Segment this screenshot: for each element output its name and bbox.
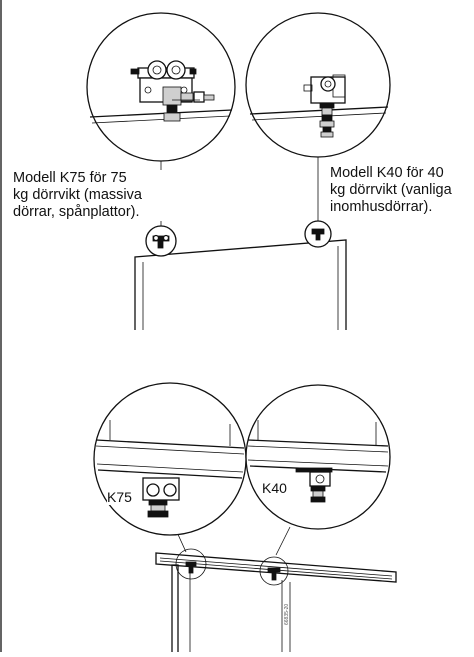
bottom-track [155,552,397,652]
caption-model-k40: Modell K40 för 40 kg dörrvikt (vanliga i… [330,165,472,216]
magnified-circle-k75 [86,12,236,162]
magnified-circle-k40 [245,12,391,158]
magnified-circle-k75-bottom [93,382,247,536]
small-roller-k40 [311,228,325,241]
label-k75: K75 [107,489,132,505]
top-door [134,239,347,330]
top-illustration [86,12,391,330]
small-roller-k40-bottom [267,567,281,581]
leader-line-k40-bottom [275,526,291,556]
small-roller-k75-bottom [185,561,197,574]
label-k40: K40 [262,480,287,496]
magnified-circle-k40-bottom [245,384,391,530]
detail-circle-k75-bottom-small [175,548,207,580]
article-number: 66835-20 [284,603,290,625]
small-roller-k75 [152,234,170,249]
detail-circle-k40-bottom-small [259,556,289,586]
bottom-illustration [93,382,397,652]
caption-model-k75: Modell K75 för 75 kg dörrvikt (massiva d… [13,170,173,221]
